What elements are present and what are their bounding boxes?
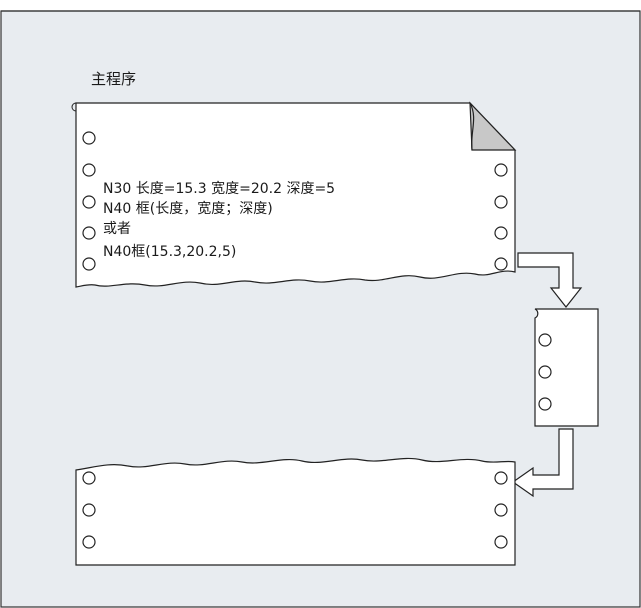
punch-hole bbox=[82, 163, 96, 177]
code-line: 或者 bbox=[103, 221, 131, 237]
subprogram-sheet bbox=[534, 308, 599, 427]
main-program-sheet: N30 长度=15.3 宽度=20.2 深度=5 N40 框(长度，宽度；深度)… bbox=[71, 101, 517, 288]
code-line: N30 长度=15.3 宽度=20.2 深度=5 bbox=[103, 180, 335, 197]
punch-hole bbox=[494, 471, 508, 485]
punch-hole bbox=[494, 226, 508, 240]
punch-hole bbox=[82, 257, 96, 271]
punch-hole bbox=[494, 535, 508, 549]
return-arrow bbox=[511, 428, 574, 498]
punch-hole bbox=[494, 503, 508, 517]
punch-hole bbox=[82, 131, 96, 145]
punch-hole bbox=[82, 471, 96, 485]
punch-hole bbox=[82, 535, 96, 549]
punch-hole bbox=[494, 195, 508, 209]
main-program-title: 主程序 bbox=[91, 70, 136, 88]
punch-hole bbox=[494, 163, 508, 177]
punch-hole bbox=[82, 226, 96, 240]
code-line: N40框(15.3,20.2,5) bbox=[103, 244, 236, 260]
code-line: N40 框(长度，宽度；深度) bbox=[103, 200, 273, 217]
punch-hole bbox=[538, 365, 552, 379]
folded-corner bbox=[469, 101, 517, 151]
punch-hole bbox=[494, 257, 508, 271]
punch-hole bbox=[538, 333, 552, 347]
call-arrow bbox=[517, 252, 583, 308]
punch-hole bbox=[82, 503, 96, 517]
punch-hole bbox=[538, 397, 552, 411]
continuation-sheet bbox=[75, 457, 516, 566]
punch-hole bbox=[82, 195, 96, 209]
